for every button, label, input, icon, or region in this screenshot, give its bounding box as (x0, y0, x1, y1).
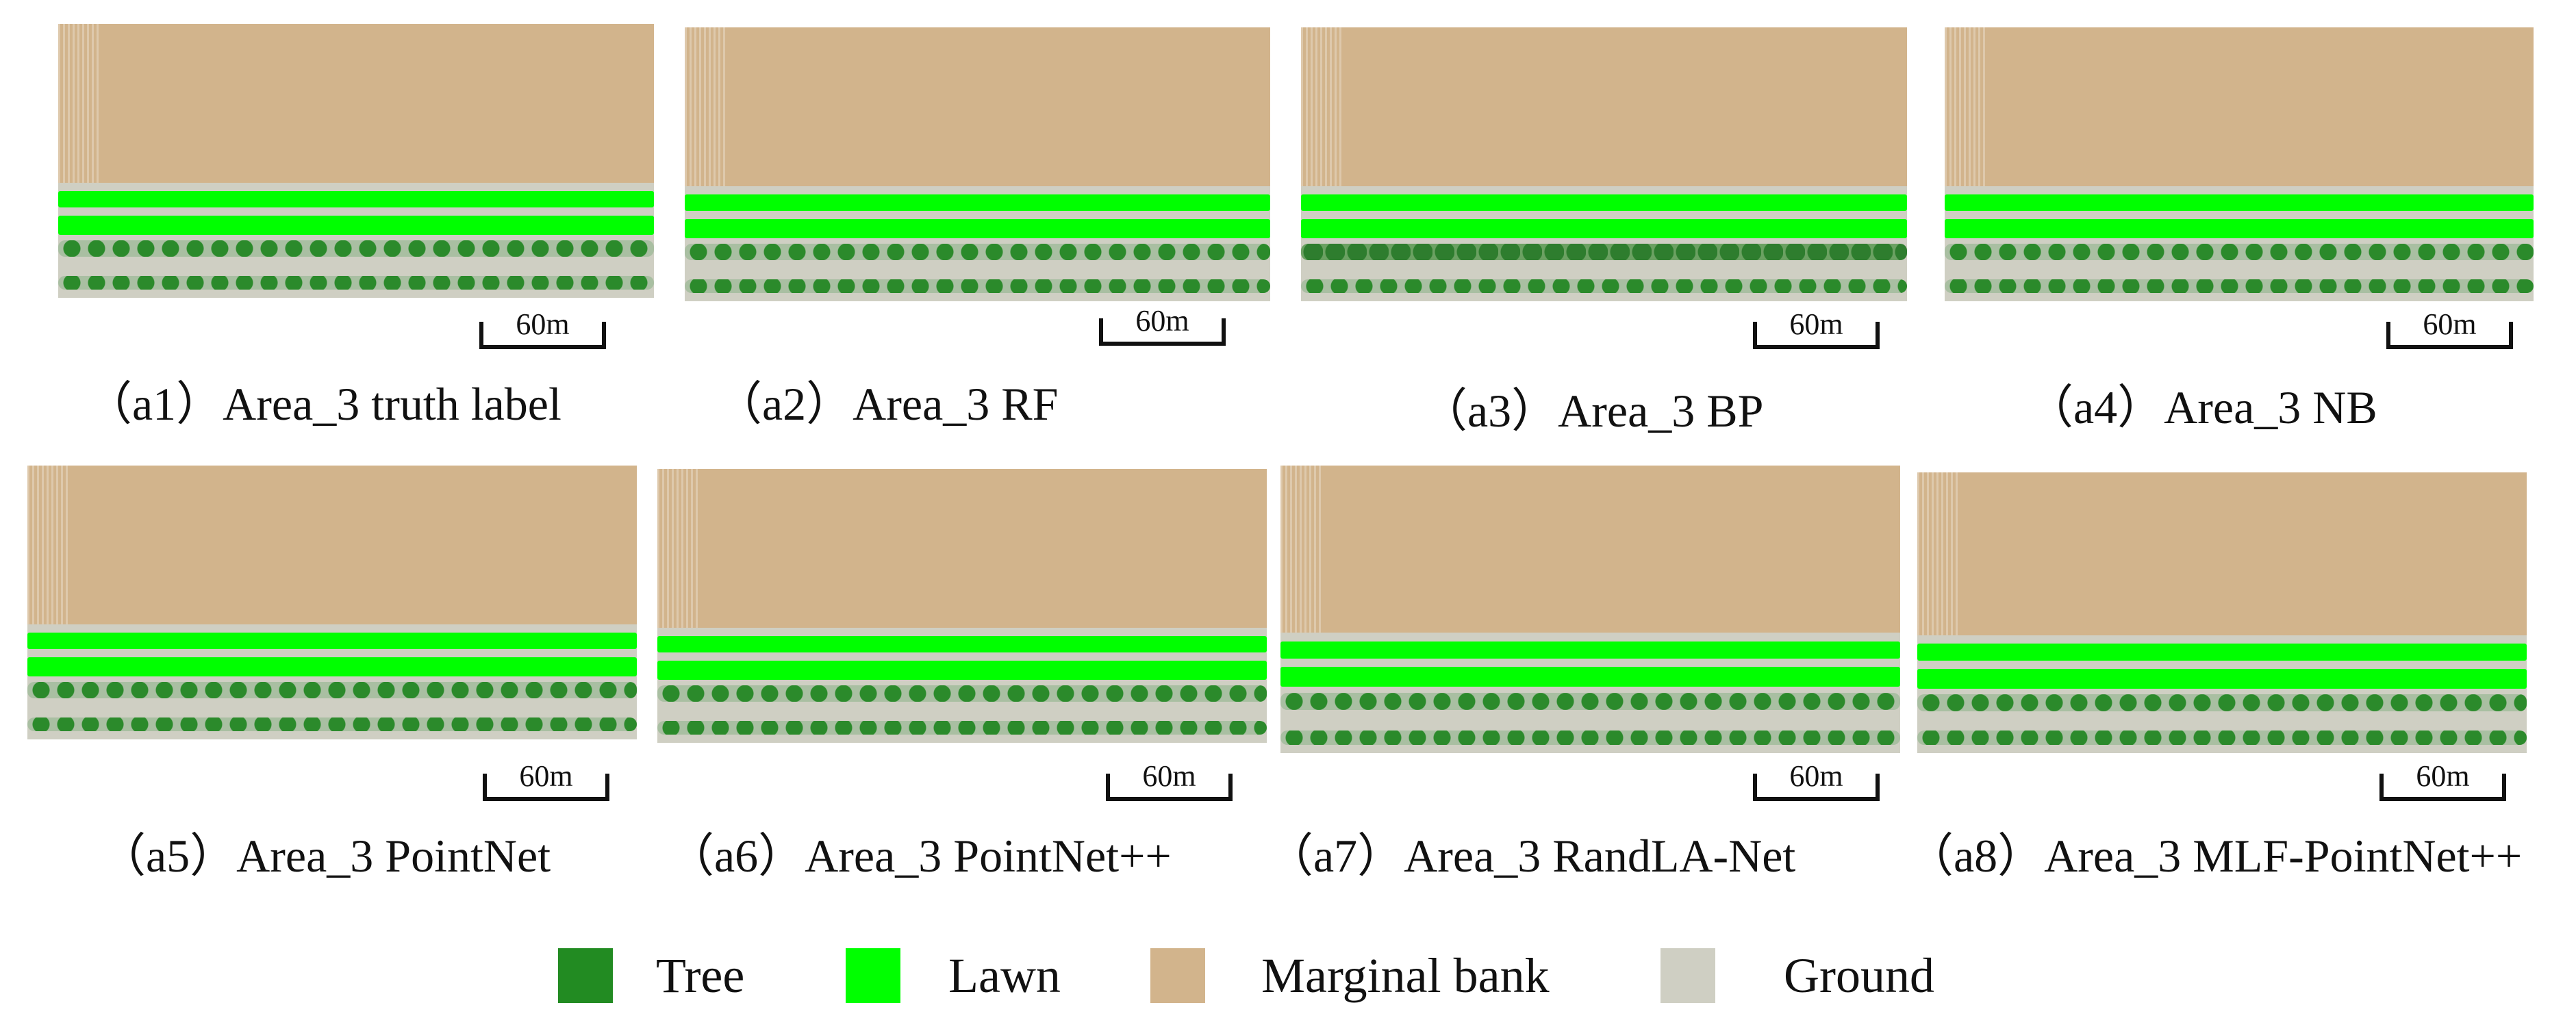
bank-edge-texture (1917, 472, 1960, 635)
lawn-strip (657, 636, 1267, 652)
tree-row (685, 244, 1270, 260)
point-cloud-scene (27, 466, 637, 739)
lawn-strip (685, 194, 1270, 211)
tree-row (1945, 244, 2534, 260)
panel-caption-a2: （a2）Area_3 RF (716, 378, 1059, 430)
legend-label-tree: Tree (656, 948, 745, 1003)
lawn-strip (1301, 219, 1907, 238)
panel-caption-a1: （a1）Area_3 truth label (86, 378, 561, 430)
point-cloud-scene (1917, 472, 2527, 753)
scale-bar (2379, 774, 2506, 801)
tree-row (58, 276, 654, 290)
tree-row (657, 685, 1267, 702)
scale-bar (479, 322, 606, 349)
point-cloud-scene (1945, 27, 2534, 301)
panel-caption-a5: （a5）Area_3 PointNet (99, 830, 551, 882)
legend: Tree Lawn Marginal bank Ground (0, 941, 2576, 1010)
panel-caption-a7: （a7）Area_3 RandLA-Net (1267, 830, 1796, 882)
marginal-bank-region (685, 27, 1270, 186)
tree-row (685, 279, 1270, 293)
bank-edge-texture (27, 466, 70, 624)
scale-label: 60m (2423, 307, 2477, 341)
lawn-strip (27, 657, 637, 676)
marginal-bank-region (1917, 472, 2527, 635)
bank-edge-texture (685, 27, 726, 186)
point-cloud-scene (58, 24, 654, 298)
scale-label: 60m (1135, 304, 1189, 338)
tree-row (1945, 279, 2534, 293)
lawn-strip (27, 633, 637, 649)
tree-row (1917, 731, 2527, 745)
marginal-bank-region (657, 469, 1267, 628)
point-cloud-scene (657, 469, 1267, 743)
tree-row (1280, 693, 1900, 710)
tree-row (1917, 694, 2527, 711)
lawn-strip (1280, 667, 1900, 687)
bank-edge-texture (1301, 27, 1343, 186)
legend-label-lawn: Lawn (948, 948, 1061, 1003)
marginal-bank-region (1945, 27, 2534, 186)
tree-row (1301, 244, 1907, 260)
panel-caption-a8: （a8）Area_3 MLF-PointNet++ (1907, 830, 2523, 882)
scale-label: 60m (516, 307, 570, 341)
tree-row (27, 717, 637, 731)
legend-swatch-ground (1660, 948, 1715, 1003)
lawn-strip (1945, 194, 2534, 211)
legend-label-marginal-bank: Marginal bank (1261, 948, 1550, 1003)
lawn-strip (1917, 669, 2527, 689)
lawn-strip (657, 661, 1267, 680)
tree-row (1280, 731, 1900, 745)
panel-caption-a4: （a4）Area_3 NB (2027, 381, 2377, 433)
tree-row (58, 240, 654, 257)
bank-edge-texture (1945, 27, 1986, 186)
marginal-bank-region (27, 466, 637, 624)
lawn-strip (1917, 644, 2527, 661)
bank-edge-texture (58, 24, 100, 183)
scale-bar (1753, 774, 1880, 801)
lawn-strip (1945, 219, 2534, 238)
bank-edge-texture (657, 469, 700, 628)
marginal-bank-region (1280, 466, 1900, 633)
scale-bar (483, 774, 609, 801)
lawn-strip (58, 191, 654, 207)
marginal-bank-region (1301, 27, 1907, 186)
lawn-strip (685, 219, 1270, 238)
scale-bar (2386, 322, 2513, 349)
lawn-strip (58, 216, 654, 235)
legend-swatch-lawn (846, 948, 900, 1003)
scale-label: 60m (519, 759, 573, 793)
point-cloud-scene (1301, 27, 1907, 301)
scale-label: 60m (2416, 759, 2470, 793)
lawn-strip (1280, 641, 1900, 659)
lawn-strip (1301, 194, 1907, 211)
tree-row (27, 682, 637, 698)
scale-bar (1753, 322, 1880, 349)
legend-swatch-tree (558, 948, 613, 1003)
point-cloud-scene (685, 27, 1270, 301)
bank-edge-texture (1280, 466, 1324, 633)
scale-label: 60m (1789, 307, 1843, 341)
tree-row (657, 721, 1267, 735)
panel-caption-a6: （a6）Area_3 PointNet++ (668, 830, 1172, 882)
legend-label-ground: Ground (1784, 948, 1934, 1003)
panel-caption-a3: （a3）Area_3 BP (1421, 385, 1764, 437)
tree-row (1301, 279, 1907, 293)
legend-swatch-marginal-bank (1150, 948, 1205, 1003)
marginal-bank-region (58, 24, 654, 183)
point-cloud-scene (1280, 466, 1900, 753)
scale-label: 60m (1142, 759, 1196, 793)
scale-bar (1106, 774, 1233, 801)
scale-bar (1099, 318, 1226, 346)
scale-label: 60m (1789, 759, 1843, 793)
